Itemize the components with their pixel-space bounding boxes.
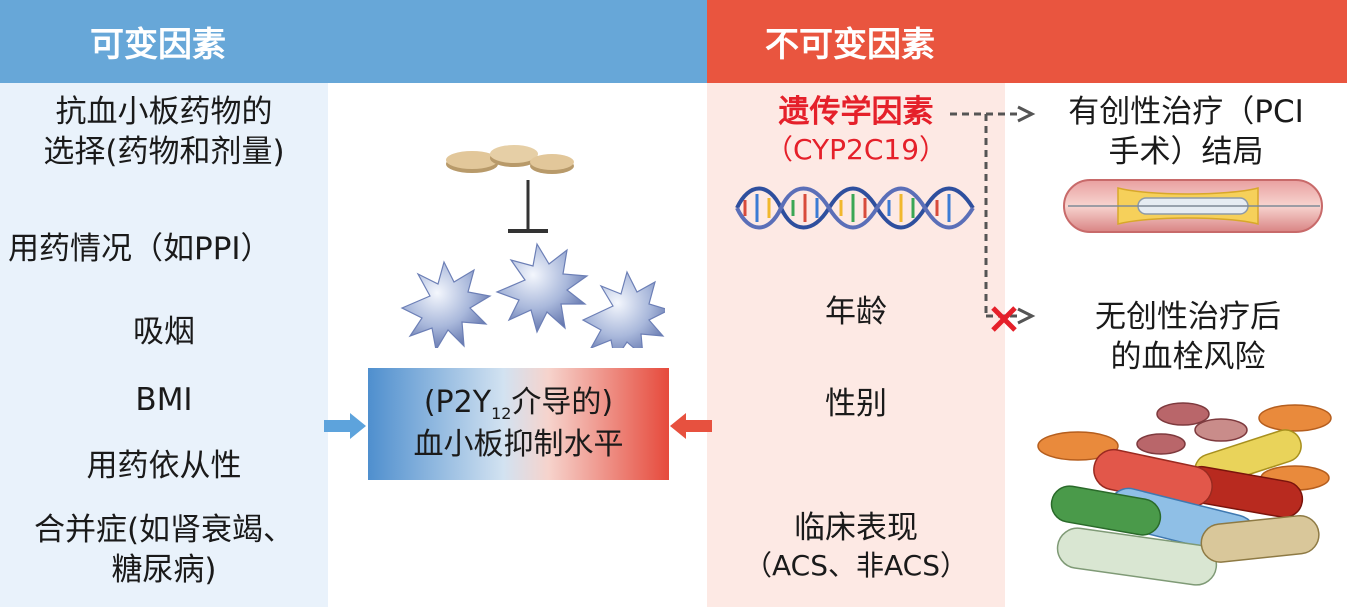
nonmodifiable-factors-header: 不可变因素: [707, 0, 1347, 83]
cross-mark-icon: [991, 306, 1017, 332]
blood-vessel-stent-icon: [1063, 179, 1323, 233]
outcome-text: 的血栓风险: [1110, 339, 1266, 376]
factor-text: 遗传学因素: [778, 94, 934, 130]
factor-text: 糖尿病): [111, 552, 217, 589]
outcome-text: 手术）结局: [1108, 134, 1264, 171]
factor-text: （CYP2C19）: [764, 133, 948, 167]
platelet-inhibition-line1: (P2Y12介导的): [423, 384, 614, 423]
factor-drug-use: 用药情况（如PPI）: [0, 229, 328, 269]
factor-text: 临床表现: [794, 510, 918, 546]
outcome-text: 有创性治疗（PCI: [1068, 94, 1304, 130]
factor-adherence: 用药依从性: [0, 446, 328, 486]
factor-age: 年龄: [707, 292, 1005, 332]
modifiable-factors-title: 可变因素: [90, 25, 226, 65]
platelet-inhibition-box: (P2Y12介导的) 血小板抑制水平: [368, 368, 669, 480]
factor-antiplatelet-drug-choice: 抗血小板药物的 选择(药物和剂量): [0, 92, 328, 173]
factor-text: 抗血小板药物的: [55, 94, 273, 130]
medication-capsules-icon: [1037, 402, 1332, 586]
factor-bmi: BMI: [0, 380, 328, 420]
pill-tablets-icon: [446, 145, 574, 174]
outcome-noninvasive-thrombosis-risk: 无创性治疗后 的血栓风险: [1058, 297, 1318, 378]
factor-genetic: 遗传学因素 （CYP2C19）: [707, 92, 1005, 169]
blue-arrow-icon: [324, 413, 366, 439]
factor-text: 用药情况（如PPI）: [8, 231, 272, 267]
factor-clinical-presentation: 临床表现 （ACS、非ACS）: [707, 508, 1005, 585]
platelet-icon: [400, 242, 665, 348]
factor-text: BMI: [135, 382, 193, 418]
dna-helix-icon: [735, 186, 975, 230]
factor-text: 合并症(如肾衰竭、: [33, 512, 295, 548]
genetic-outcome-connectors: [950, 105, 1036, 325]
factor-text: 吸烟: [133, 314, 195, 350]
nonmodifiable-factors-panel: [707, 83, 1005, 607]
inhibition-bar-icon: [508, 180, 548, 233]
factor-text: 用药依从性: [86, 448, 242, 484]
factor-text: 选择(药物和剂量): [43, 134, 285, 171]
red-arrow-icon: [670, 413, 712, 439]
nonmodifiable-factors-title: 不可变因素: [765, 25, 935, 65]
outcome-text: 无创性治疗后: [1095, 299, 1281, 335]
factor-comorbidity: 合并症(如肾衰竭、 糖尿病): [0, 510, 328, 591]
modifiable-factors-panel: [0, 83, 328, 607]
factor-smoking: 吸烟: [0, 312, 328, 352]
factor-text: 年龄: [825, 294, 887, 330]
factor-sex: 性别: [707, 384, 1005, 424]
factor-text: （ACS、非ACS）: [744, 549, 968, 583]
outcome-invasive-treatment: 有创性治疗（PCI 手术）结局: [1036, 92, 1336, 173]
factor-text: 性别: [825, 386, 887, 422]
platelet-inhibition-line2: 血小板抑制水平: [413, 426, 624, 462]
modifiable-factors-header: 可变因素: [0, 0, 707, 83]
